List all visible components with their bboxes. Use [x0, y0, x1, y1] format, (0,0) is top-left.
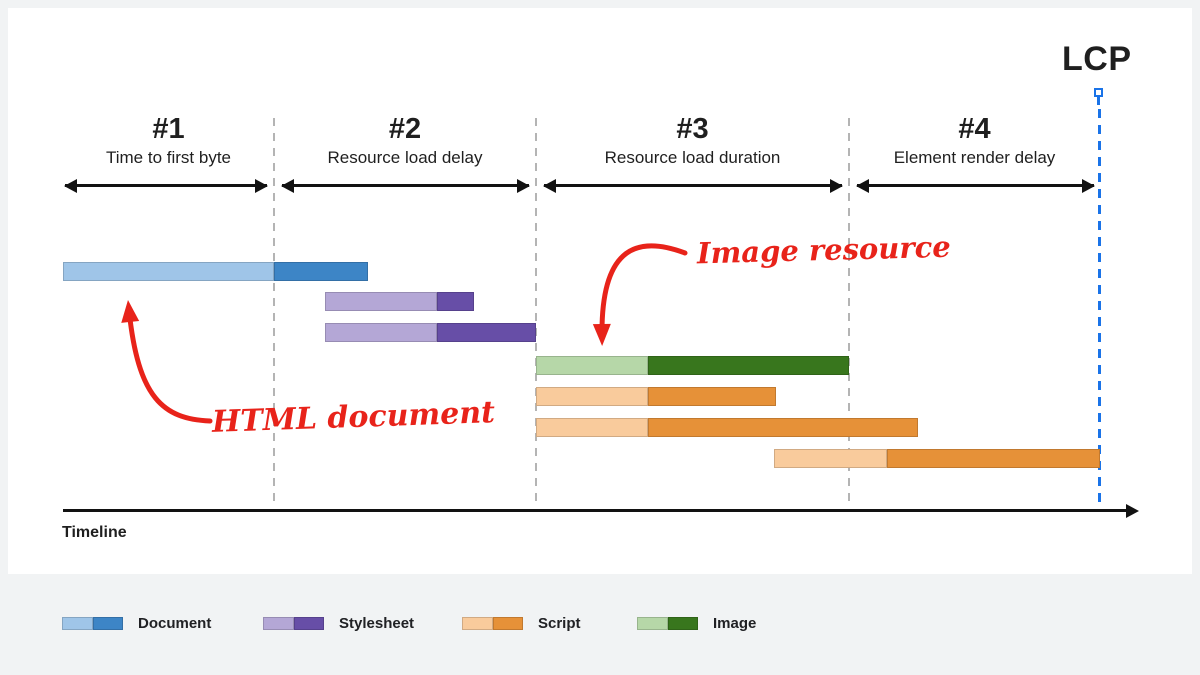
- legend-swatch-document-light: [62, 617, 93, 630]
- phase-number: #1: [152, 113, 185, 145]
- bar-image-light-segment: [536, 356, 648, 375]
- bar-document-dark-segment: [274, 262, 368, 281]
- legend-swatch-image-light: [637, 617, 668, 630]
- bar-stylesheet-light-segment: [325, 292, 437, 311]
- legend-swatch-script-light: [462, 617, 493, 630]
- phase-range-arrow: [543, 178, 843, 193]
- timeline-label: Timeline: [62, 524, 127, 541]
- timeline-axis: [63, 503, 1139, 518]
- bar-script-dark-segment: [887, 449, 1100, 468]
- bar-stylesheet-light-segment: [325, 323, 437, 342]
- lcp-label: LCP: [1062, 40, 1132, 78]
- bar-stylesheet-dark-segment: [437, 323, 536, 342]
- bar-document-light-segment: [63, 262, 274, 281]
- separator-line: [273, 118, 275, 506]
- phase-number: #2: [388, 113, 422, 145]
- legend-item-label: Image: [713, 615, 757, 632]
- legend-item-label: Stylesheet: [339, 615, 415, 632]
- legend-swatch-image-dark: [668, 617, 698, 630]
- bar-script-dark-segment: [648, 418, 918, 437]
- lcp-marker-stem: [1097, 97, 1100, 105]
- bar-image-dark-segment: [648, 356, 849, 375]
- bar-script-light-segment: [536, 418, 648, 437]
- legend-swatch-stylesheet-dark: [294, 617, 324, 630]
- phase-label: Element render delay: [893, 148, 1056, 167]
- legend-band: [0, 574, 1200, 675]
- diagram-card-background: [8, 8, 1192, 574]
- bar-script-light-segment: [536, 387, 648, 406]
- phase-number: #3: [676, 113, 709, 145]
- legend-item-label: Document: [138, 615, 212, 632]
- phase-number: #4: [958, 113, 991, 145]
- bar-script-light-segment: [774, 449, 887, 468]
- bar-script-dark-segment: [648, 387, 776, 406]
- legend-swatch-script-dark: [493, 617, 523, 630]
- annotation-image-resource: Image resource: [696, 229, 952, 271]
- phase-range-arrow: [64, 178, 268, 193]
- bar-stylesheet-dark-segment: [437, 292, 474, 311]
- legend-item-label: Script: [538, 615, 581, 632]
- phase-label: Time to first byte: [105, 148, 231, 167]
- legend-swatch-document-dark: [93, 617, 123, 630]
- lcp-dashed-line: [1098, 109, 1101, 510]
- phase-range-arrow: [856, 178, 1095, 193]
- phase-range-arrow: [281, 178, 530, 193]
- phase-label: Resource load delay: [327, 148, 483, 167]
- separator-line: [535, 118, 537, 506]
- legend-swatch-stylesheet-light: [263, 617, 294, 630]
- lcp-marker-icon: [1094, 88, 1103, 97]
- phase-label: Resource load duration: [604, 148, 781, 167]
- separator-line: [848, 118, 850, 506]
